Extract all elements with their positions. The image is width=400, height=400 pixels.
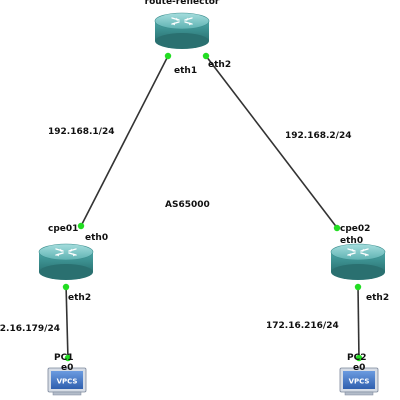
node-label-pc1: PC1	[54, 353, 73, 363]
port-dot	[77, 222, 85, 230]
node-label-route-reflector: route-reflector	[145, 0, 220, 7]
port-dot	[333, 224, 341, 232]
port-dot	[355, 354, 363, 362]
subnet-label-rr-cpe01: 192.168.1/24	[48, 127, 115, 137]
as-label: AS65000	[165, 200, 210, 210]
router-cpe01[interactable]	[38, 243, 94, 281]
router-icon	[330, 243, 386, 281]
link-rr-cpe01[interactable]	[79, 55, 169, 229]
router-route-reflector[interactable]	[154, 12, 210, 50]
subnet-label-cpe02-pc2: 172.16.216/24	[266, 321, 339, 331]
node-label-pc2: PC2	[347, 353, 366, 363]
host-pc1[interactable]: VPCS	[47, 367, 87, 396]
link-rr-cpe02[interactable]	[205, 55, 339, 230]
subnet-label-cpe01-pc1: 172.16.179/24	[0, 324, 60, 334]
interface-label-pc1-e0: e0	[61, 363, 73, 373]
router-cpe02[interactable]	[330, 243, 386, 281]
link-cpe02-pc2[interactable]	[357, 285, 360, 361]
subnet-label-rr-cpe02: 192.168.2/24	[285, 131, 352, 141]
port-dot	[354, 283, 362, 291]
port-dots	[62, 52, 363, 362]
router-icon	[38, 243, 94, 281]
node-label-cpe01: cpe01	[48, 224, 78, 234]
port-dot	[64, 354, 72, 362]
port-dot	[62, 283, 70, 291]
interface-label-rr-eth1: eth1	[174, 66, 197, 76]
node-label-cpe02: cpe02	[340, 224, 370, 234]
port-dot	[164, 52, 172, 60]
interface-label-cpe01-eth0: eth0	[85, 233, 108, 243]
router-icon	[154, 12, 210, 50]
vpcs-icon-text: VPCS	[57, 378, 78, 386]
interface-label-cpe02-eth2: eth2	[366, 293, 389, 303]
interface-label-rr-eth2: eth2	[208, 60, 231, 70]
vpcs-icon-text: VPCS	[349, 378, 370, 386]
port-dot	[202, 52, 210, 60]
host-pc2[interactable]: VPCS	[339, 367, 379, 396]
link-cpe01-pc1[interactable]	[65, 283, 69, 361]
interface-label-cpe01-eth2: eth2	[68, 293, 91, 303]
interface-label-cpe02-eth0: eth0	[340, 236, 363, 246]
links	[65, 55, 360, 361]
interface-label-pc2-e0: e0	[353, 363, 365, 373]
